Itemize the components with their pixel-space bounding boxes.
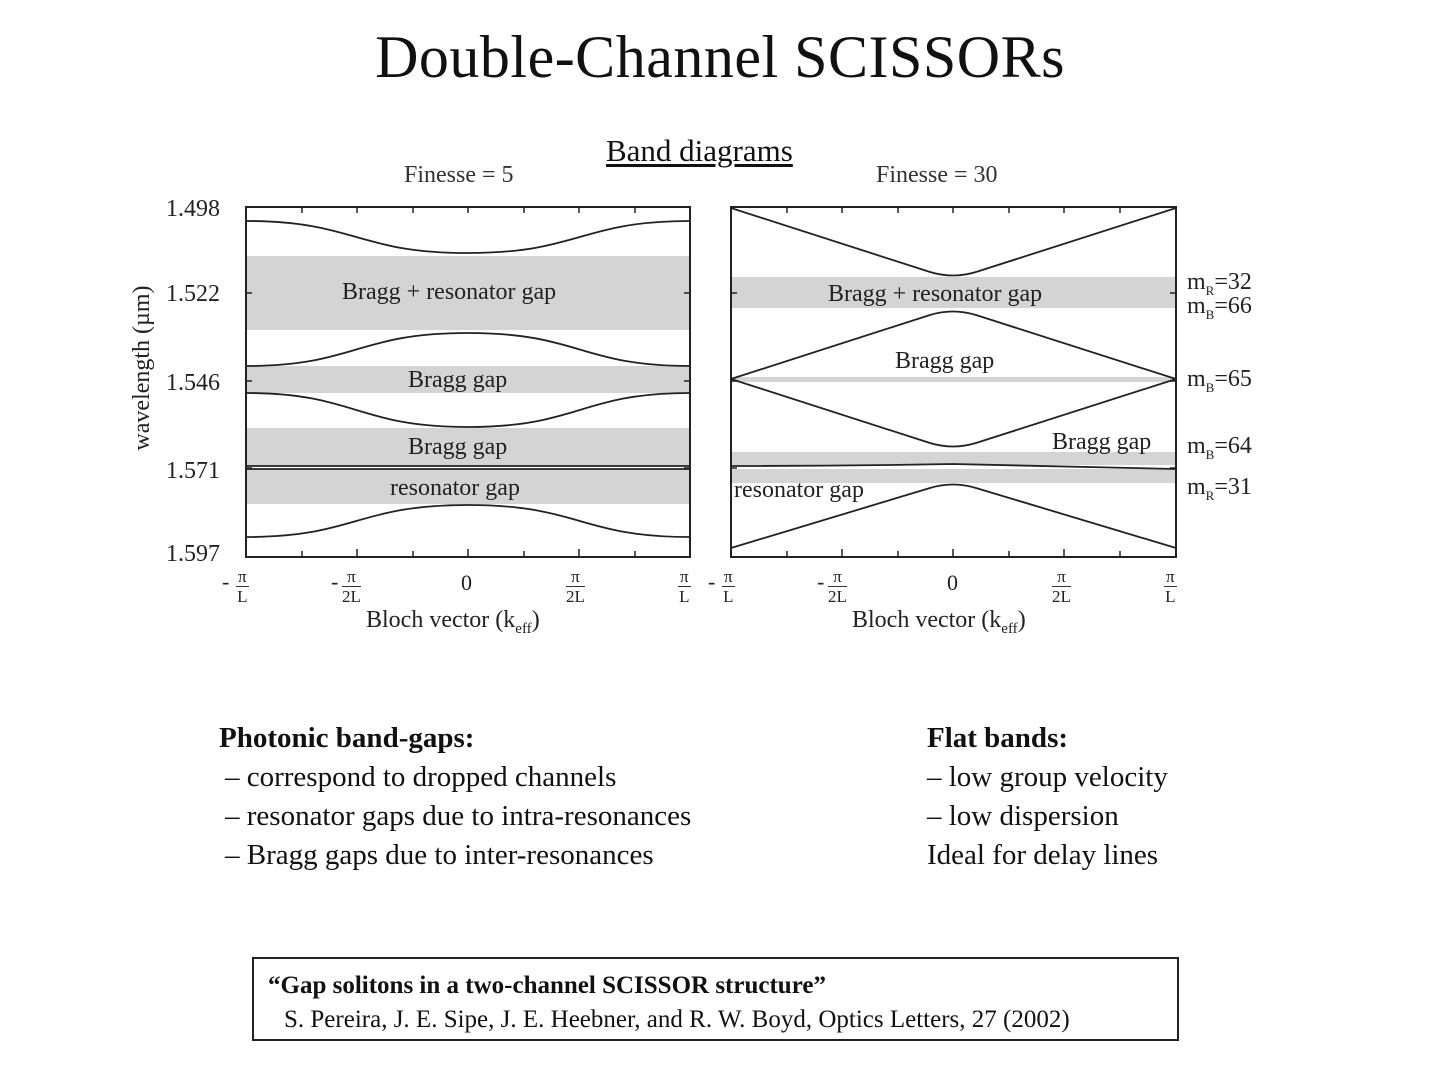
- m-label: mB=65: [1187, 366, 1252, 395]
- reference-box: “Gap solitons in a two-channel SCISSOR s…: [252, 957, 1179, 1041]
- slide-title: Double-Channel SCISSORs: [375, 24, 1065, 90]
- left-gap-label-bragg-resonator: Bragg + resonator gap: [342, 279, 557, 305]
- notes-item: – correspond to dropped channels: [225, 761, 617, 793]
- right-gap-label-bragg-2: Bragg gap: [1052, 429, 1152, 455]
- right-band-1: [730, 207, 1177, 277]
- right-gap-bragg-1: [731, 377, 1176, 382]
- x-tick-minus: -: [708, 569, 716, 594]
- right-gap-resonator: [731, 469, 1176, 483]
- right-band-4: [730, 463, 1177, 470]
- left-gap-bragg-resonator: [246, 256, 690, 330]
- right-gap-label-bragg-1: Bragg gap: [895, 348, 995, 374]
- x-tick-minus: -: [817, 569, 825, 594]
- x-tick-label: 0: [947, 570, 958, 595]
- left-band-2: [245, 332, 691, 367]
- left-gap-bragg-2: [246, 428, 690, 466]
- right-x-axis-label: Bloch vector (keff): [852, 607, 1026, 637]
- slide-subtitle: Band diagrams: [606, 133, 793, 168]
- notes-item: Ideal for delay lines: [927, 839, 1159, 871]
- y-tick-label: 1.546: [166, 370, 220, 396]
- left-band-1: [245, 220, 691, 254]
- right-band-2: [730, 310, 1177, 380]
- y-tick-label: 1.597: [166, 541, 220, 567]
- left-gap-resonator: [246, 469, 690, 504]
- band-gaps-notes: Photonic band-gaps: – correspond to drop…: [219, 719, 691, 875]
- right-band-5: [730, 483, 1177, 549]
- m-label: mR=32: [1187, 269, 1252, 298]
- notes-item: – low group velocity: [927, 761, 1168, 793]
- notes-heading: Flat bands:: [927, 722, 1069, 754]
- left-band-3: [245, 392, 691, 428]
- right-band-3: [730, 378, 1177, 448]
- left-band-6: [245, 504, 691, 538]
- y-tick-label: 1.498: [166, 196, 220, 222]
- x-tick-minus: -: [222, 569, 230, 594]
- m-label: mR=31: [1187, 474, 1252, 503]
- right-gap-bragg-2: [731, 452, 1176, 465]
- notes-heading: Photonic band-gaps:: [219, 722, 475, 754]
- right-panel-title: Finesse = 30: [876, 162, 998, 188]
- notes-item: – resonator gaps due to intra-resonances: [225, 800, 692, 832]
- reference-title: “Gap solitons in a two-channel SCISSOR s…: [268, 972, 826, 999]
- m-label: mB=64: [1187, 433, 1252, 462]
- left-gap-label-resonator: resonator gap: [390, 475, 520, 501]
- flat-bands-notes: Flat bands: – low group velocity – low d…: [927, 719, 1168, 875]
- notes-item: – Bragg gaps due to inter-resonances: [225, 839, 654, 871]
- x-tick-minus: -: [331, 569, 339, 594]
- right-gap-label-bragg-resonator: Bragg + resonator gap: [828, 281, 1043, 307]
- right-gap-label-resonator: resonator gap: [734, 477, 864, 503]
- right-gap-bragg-resonator: [731, 277, 1176, 308]
- m-label: mB=66: [1187, 293, 1252, 322]
- notes-item: – low dispersion: [927, 800, 1119, 832]
- left-gap-label-bragg-2: Bragg gap: [408, 434, 508, 460]
- x-tick-label: 0: [461, 570, 472, 595]
- left-gap-label-bragg-1: Bragg gap: [408, 367, 508, 393]
- y-tick-label: 1.522: [166, 281, 220, 307]
- left-panel-title: Finesse = 5: [404, 162, 514, 188]
- reference-authors: S. Pereira, J. E. Sipe, J. E. Heebner, a…: [284, 1006, 1070, 1033]
- y-tick-label: 1.571: [166, 458, 220, 484]
- left-x-axis-label: Bloch vector (keff): [366, 607, 540, 637]
- left-gap-bragg-1: [246, 366, 690, 393]
